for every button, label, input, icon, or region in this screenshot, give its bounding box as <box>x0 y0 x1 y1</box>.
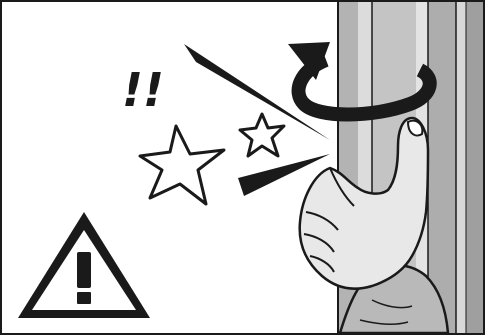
exclamation-text: !! <box>122 63 164 117</box>
